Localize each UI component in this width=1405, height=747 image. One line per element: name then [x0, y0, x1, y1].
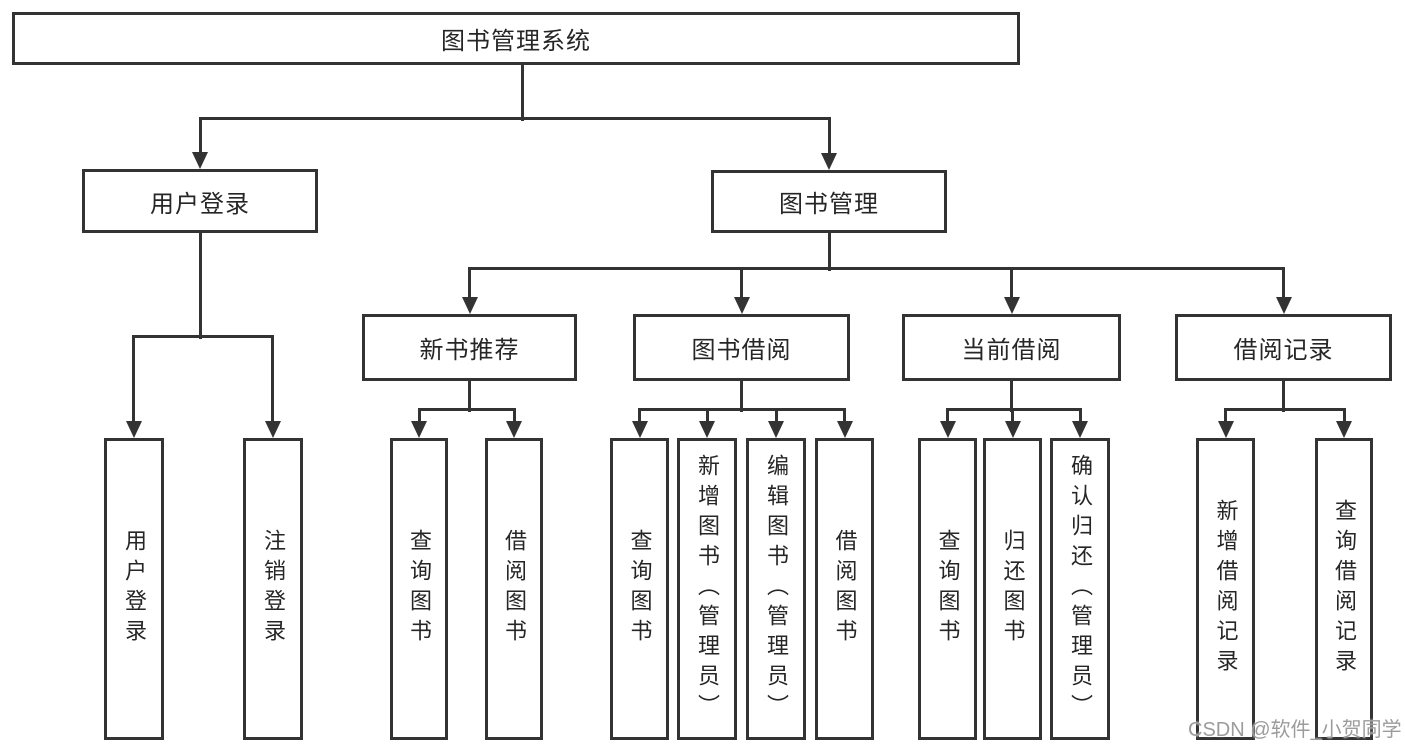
- leaf-return-book-label: 归还图书: [1000, 529, 1026, 649]
- leaf-user-login-label: 用户登录: [122, 529, 147, 649]
- connector-arrow-stem: [638, 409, 641, 421]
- connector-arrow-stem: [843, 409, 846, 421]
- leaf-query-books-current-label: 查询图书: [935, 529, 961, 649]
- connector-arrow-stem: [1010, 268, 1013, 297]
- node-borrow-records: 借阅记录: [1175, 314, 1392, 381]
- connector-arrow-stem: [1342, 409, 1346, 421]
- connector-line-vertical: [1282, 381, 1285, 412]
- connector-line-horizontal: [132, 334, 274, 338]
- connector-arrowhead-down: [1275, 297, 1292, 314]
- leaf-query-books-borrow: 查询图书: [610, 438, 669, 740]
- node-user-login-label: 用户登录: [150, 190, 250, 218]
- leaf-return-book: 归还图书: [983, 438, 1042, 740]
- connector-arrowhead-down: [699, 421, 715, 438]
- connector-arrow-stem: [774, 409, 778, 421]
- node-new-book-recommend: 新书推荐: [362, 314, 577, 381]
- node-borrow-records-label: 借阅记录: [1233, 337, 1334, 364]
- node-user-login: 用户登录: [82, 169, 318, 233]
- connector-arrow-stem: [740, 268, 743, 297]
- connector-line-vertical: [1010, 381, 1013, 412]
- connector-arrowhead-down: [768, 421, 784, 438]
- connector-line-vertical: [520, 65, 524, 121]
- connector-arrowhead-down: [939, 421, 956, 438]
- connector-arrow-stem: [705, 409, 709, 421]
- leaf-query-books-recommend: 查询图书: [390, 438, 448, 740]
- connector-line-vertical: [198, 233, 202, 339]
- leaf-add-book-admin-label: 新增图书（管理员）: [695, 454, 720, 724]
- csdn-watermark: CSDN @软件_小贺同学: [1188, 719, 1402, 741]
- connector-arrowhead-down: [192, 152, 208, 169]
- connector-line-horizontal: [1224, 407, 1346, 411]
- node-book-management-label: 图书管理: [779, 191, 879, 218]
- leaf-borrow-books-borrow-label: 借阅图书: [832, 529, 858, 649]
- connector-arrowhead-down: [733, 297, 750, 314]
- leaf-query-books-borrow-label: 查询图书: [627, 529, 653, 649]
- connector-arrowhead-down: [506, 421, 522, 438]
- connector-line-vertical: [468, 381, 471, 412]
- connector-arrow-stem: [512, 409, 516, 421]
- connector-arrowhead-down: [1217, 421, 1234, 438]
- connector-line-vertical: [740, 381, 743, 412]
- node-current-borrowing-label: 当前借阅: [961, 337, 1062, 364]
- connector-arrow-stem: [946, 409, 949, 421]
- connector-arrowhead-down: [1003, 297, 1020, 314]
- connector-arrowhead-down: [1336, 421, 1352, 438]
- connector-arrow-stem: [1282, 268, 1285, 297]
- leaf-borrow-books-borrow: 借阅图书: [815, 438, 874, 740]
- connector-arrow-stem: [1011, 409, 1014, 421]
- leaf-logout: 注销登录: [243, 438, 303, 740]
- leaf-logout-label: 注销登录: [261, 529, 286, 649]
- connector-arrow-stem: [417, 409, 421, 421]
- leaf-confirm-return-admin-label: 确认归还（管理员）: [1068, 454, 1093, 724]
- leaf-user-login: 用户登录: [104, 438, 164, 740]
- leaf-query-borrow-record-label: 查询借阅记录: [1332, 499, 1357, 679]
- leaf-borrow-books-recommend: 借阅图书: [485, 438, 543, 740]
- connector-arrowhead-down: [125, 421, 142, 438]
- connector-arrowhead-down: [836, 421, 853, 438]
- leaf-add-borrow-record-label: 新增借阅记录: [1213, 499, 1239, 679]
- leaf-borrow-books-recommend-label: 借阅图书: [502, 529, 527, 649]
- leaf-query-borrow-record: 查询借阅记录: [1315, 438, 1373, 740]
- leaf-query-books-current: 查询图书: [918, 438, 977, 740]
- connector-arrowhead-down: [411, 421, 427, 438]
- connector-arrow-stem: [1224, 409, 1227, 421]
- leaf-edit-book-admin-label: 编辑图书（管理员）: [764, 454, 789, 724]
- connector-arrow-stem: [132, 336, 135, 421]
- connector-arrowhead-down: [1004, 421, 1021, 438]
- leaf-query-books-recommend-label: 查询图书: [407, 529, 432, 649]
- connector-line-horizontal: [638, 407, 846, 411]
- connector-arrowhead-down: [1072, 421, 1088, 438]
- connector-arrow-stem: [1078, 409, 1082, 421]
- connector-arrowhead-down: [264, 421, 281, 438]
- leaf-edit-book-admin: 编辑图书（管理员）: [746, 438, 806, 740]
- connector-arrowhead-down: [461, 297, 478, 314]
- leaf-add-borrow-record: 新增借阅记录: [1196, 438, 1255, 740]
- connector-arrow-stem: [198, 118, 202, 152]
- connector-line-horizontal: [468, 266, 1285, 270]
- leaf-confirm-return-admin: 确认归还（管理员）: [1050, 438, 1110, 740]
- connector-arrowhead-down: [631, 421, 648, 438]
- connector-line-vertical: [827, 233, 831, 271]
- node-root: 图书管理系统: [12, 12, 1020, 65]
- connector-line-horizontal: [417, 407, 516, 411]
- node-book-borrowing: 图书借阅: [633, 314, 850, 381]
- connector-arrow-stem: [468, 268, 471, 297]
- node-book-borrowing-label: 图书借阅: [691, 337, 792, 364]
- leaf-add-book-admin: 新增图书（管理员）: [677, 438, 737, 740]
- node-new-book-recommend-label: 新书推荐: [419, 337, 520, 364]
- node-current-borrowing: 当前借阅: [902, 314, 1121, 381]
- node-root-label: 图书管理系统: [441, 28, 591, 55]
- connector-arrow-stem: [271, 336, 274, 421]
- connector-arrowhead-down: [821, 153, 837, 170]
- connector-arrow-stem: [827, 118, 831, 153]
- connector-line-horizontal: [198, 116, 831, 120]
- node-book-management: 图书管理: [711, 170, 947, 233]
